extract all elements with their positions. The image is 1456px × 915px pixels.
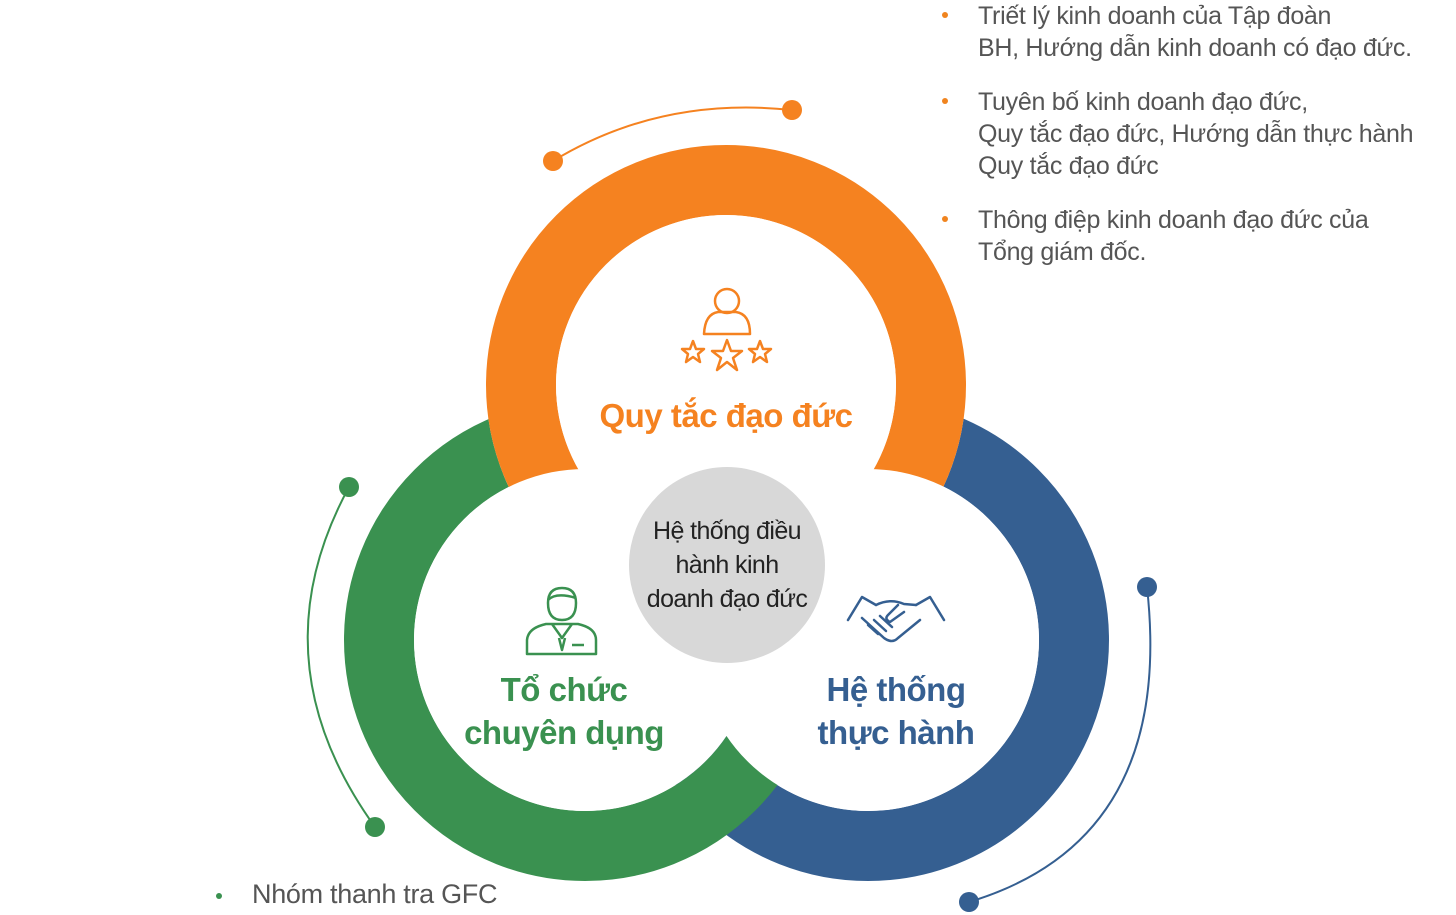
bullet-line: Quy tắc đạo đức xyxy=(978,152,1159,180)
center-title-line: hành kinh xyxy=(675,551,779,579)
handshake-icon xyxy=(846,595,946,643)
organization-section-title: Tổ chức chuyên dụng xyxy=(420,668,708,754)
bullet-line: Nhóm thanh tra GFC xyxy=(252,879,498,909)
bullet-line: Thông điệp kinh doanh đạo đức của xyxy=(978,206,1369,234)
bullet-line: Quy tắc đạo đức, Hướng dẫn thực hành xyxy=(978,120,1414,148)
center-title: Hệ thống điều hành kinh doanh đạo đức xyxy=(628,514,826,616)
blue-orbit-arc xyxy=(959,577,1157,912)
businessman-icon xyxy=(525,586,598,656)
bullet-line: Triết lý kinh doanh của Tập đoàn xyxy=(978,2,1332,30)
bullet-line: Tuyên bố kinh doanh đạo đức, xyxy=(978,88,1308,116)
organization-bullet-list: Nhóm thanh tra GFC xyxy=(214,878,634,910)
ethics-title-line: Quy tắc đạo đức xyxy=(599,397,853,434)
ethics-section-title: Quy tắc đạo đức xyxy=(570,394,882,437)
center-title-line: Hệ thống điều xyxy=(653,517,801,545)
ethics-bullet-item: Tuyên bố kinh doanh đạo đức, Quy tắc đạo… xyxy=(940,86,1450,182)
bullet-line: BH, Hướng dẫn kinh doanh có đạo đức. xyxy=(978,34,1412,62)
organization-title-line: Tổ chức xyxy=(500,671,628,708)
person-stars-icon xyxy=(680,287,773,372)
practice-section-title: Hệ thống thực hành xyxy=(752,668,1040,754)
ethics-bullet-item: Thông điệp kinh doanh đạo đức của Tổng g… xyxy=(940,204,1450,268)
organization-bullet-item: Nhóm thanh tra GFC xyxy=(214,878,634,910)
green-orbit-arc xyxy=(306,477,385,837)
ethics-bullet-list: Triết lý kinh doanh của Tập đoàn BH, Hướ… xyxy=(940,0,1450,290)
bullet-line: Tổng giám đốc. xyxy=(978,238,1147,266)
center-title-line: doanh đạo đức xyxy=(646,585,808,613)
inner-fill-top xyxy=(556,215,896,555)
practice-title-line: thực hành xyxy=(817,714,975,751)
orange-orbit-arc xyxy=(543,100,802,171)
ethics-bullet-item: Triết lý kinh doanh của Tập đoàn BH, Hướ… xyxy=(940,0,1450,64)
practice-title-line: Hệ thống xyxy=(826,671,966,708)
center-circle xyxy=(629,467,825,663)
organization-title-line: chuyên dụng xyxy=(464,714,664,751)
